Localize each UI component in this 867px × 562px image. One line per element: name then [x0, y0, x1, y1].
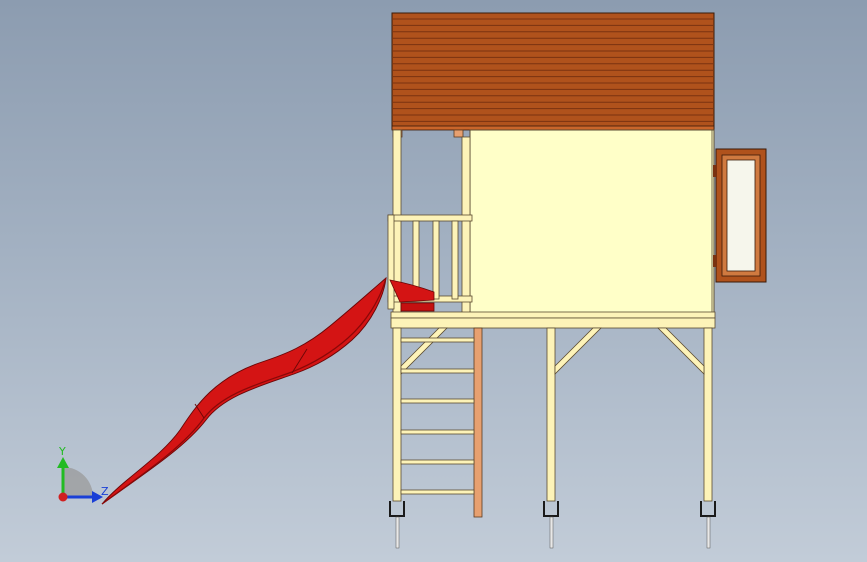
leg-left	[392, 327, 402, 502]
x-axis-point-icon	[58, 492, 68, 502]
railing-baluster	[451, 220, 459, 300]
triad-quarter-disc	[63, 467, 93, 497]
support-legs[interactable]	[392, 327, 713, 518]
ladder[interactable]	[400, 337, 475, 495]
anchor-spike	[395, 516, 400, 549]
rafter-end	[453, 129, 464, 138]
window-hinge	[713, 165, 717, 177]
roof-panel	[391, 12, 715, 130]
anchor-bracket	[389, 501, 405, 517]
brace-left	[400, 327, 448, 375]
brace-middle	[554, 327, 602, 375]
slide-top-lip	[400, 302, 435, 312]
deck-board	[390, 311, 716, 319]
brace-right	[657, 327, 705, 375]
ladder-rail-right	[473, 327, 483, 518]
ground-anchors	[389, 501, 716, 549]
slide-seam	[291, 348, 308, 374]
anchor-bracket	[700, 501, 716, 517]
y-axis-arrow-icon	[57, 457, 69, 468]
railing-end-post	[387, 214, 395, 310]
slide-seam	[194, 403, 205, 419]
deck-beam	[390, 317, 716, 329]
roof[interactable]	[391, 12, 715, 138]
ladder-rung	[400, 459, 475, 465]
z-axis-arrow-icon	[92, 491, 103, 503]
leg-right	[703, 327, 713, 502]
slide[interactable]	[101, 276, 435, 505]
y-axis-label: Y	[58, 445, 66, 458]
railing-baluster	[432, 220, 440, 300]
slide-chute	[101, 276, 387, 505]
ladder-rung	[400, 337, 475, 343]
leg-middle	[546, 327, 556, 502]
slide-edge	[101, 277, 387, 505]
window-pane	[726, 159, 756, 272]
railing-top-rail	[387, 214, 473, 222]
slide-top-hood	[389, 279, 435, 303]
roof-boards	[393, 18, 713, 122]
deck[interactable]	[390, 311, 716, 329]
axis-triad: Y Z	[57, 445, 109, 503]
roof-fascia	[391, 125, 715, 131]
anchor-spike	[706, 516, 711, 549]
window-hinge	[713, 255, 717, 267]
ladder-rung	[400, 398, 475, 404]
cabin[interactable]	[469, 129, 715, 315]
ladder-rung	[400, 489, 475, 495]
anchor-spike	[549, 516, 554, 549]
corner-post-middle	[461, 136, 471, 315]
ladder-rung	[400, 429, 475, 435]
z-axis-label: Z	[101, 485, 109, 498]
cabin-wall	[469, 129, 715, 315]
ladder-rung	[400, 368, 475, 374]
side-window[interactable]	[713, 148, 767, 283]
anchor-bracket	[543, 501, 559, 517]
